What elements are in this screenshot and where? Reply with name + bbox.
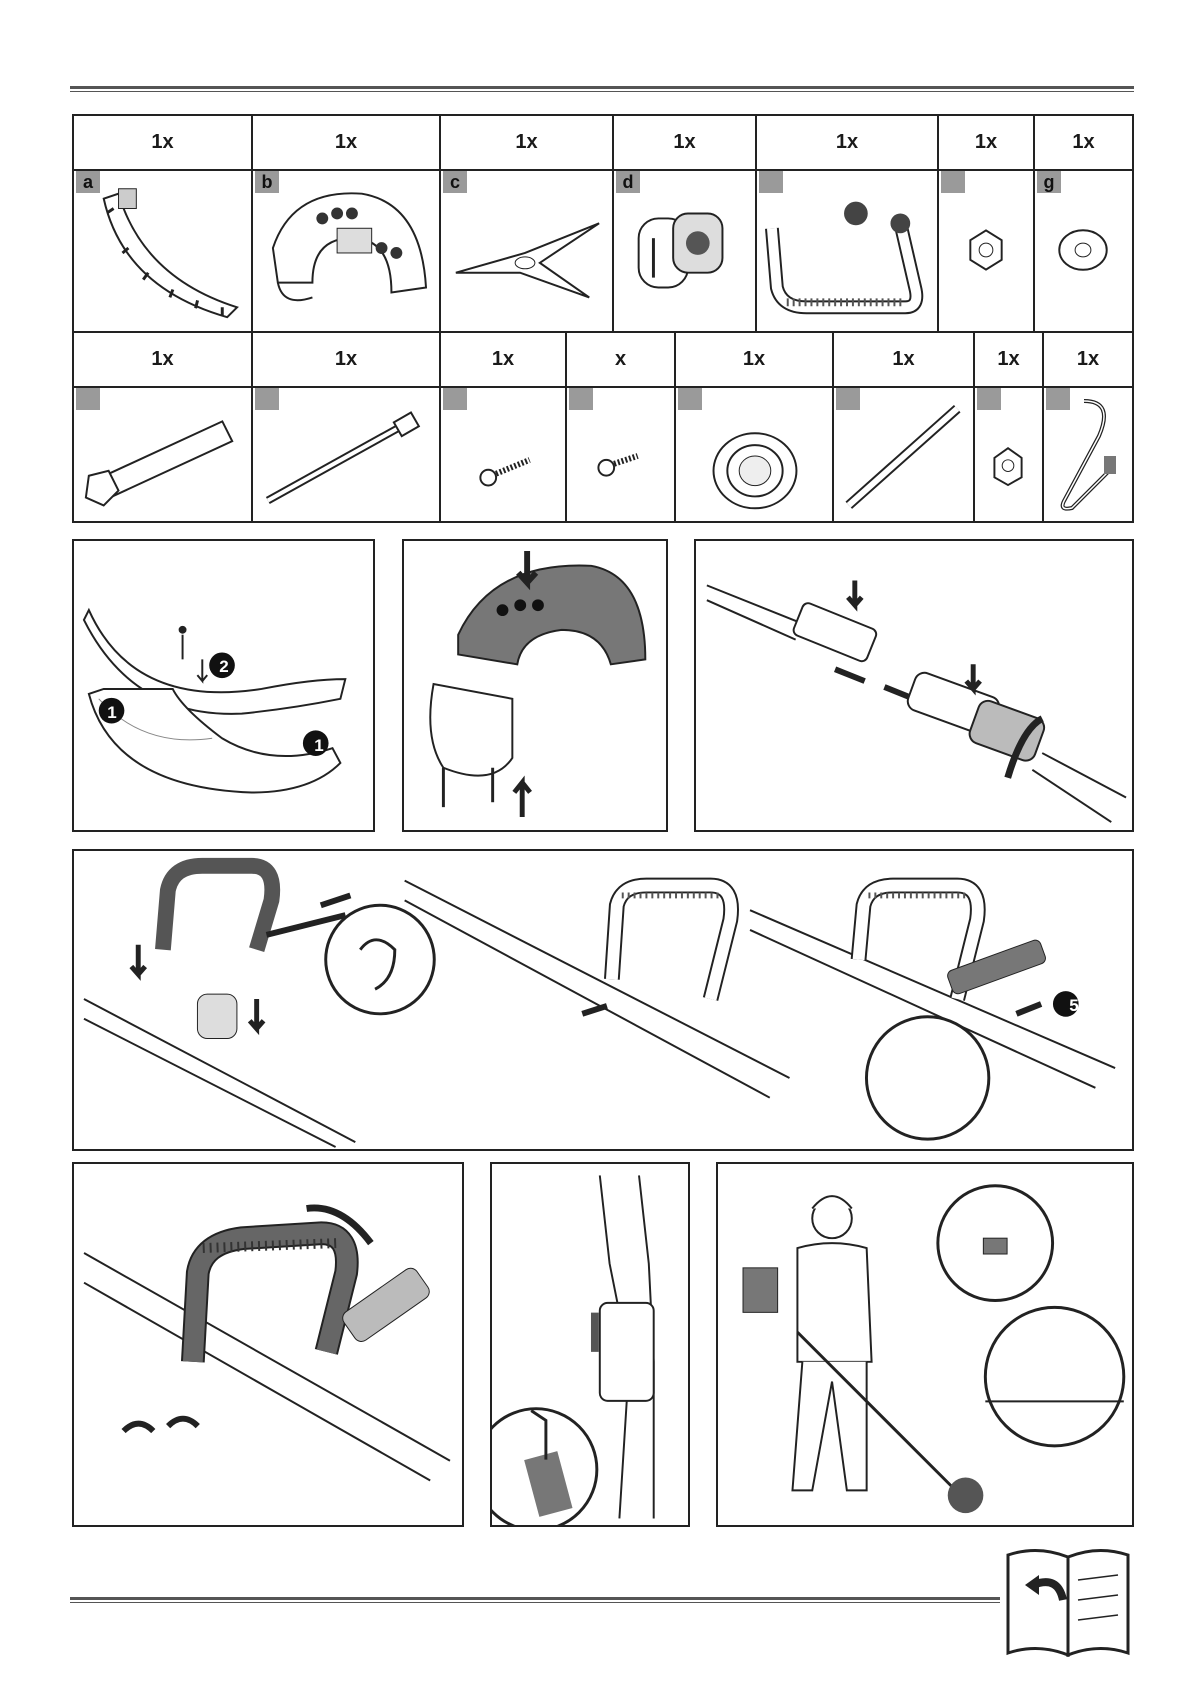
part-qty: 1x [1044,333,1132,388]
part-qty: 1x [253,116,439,171]
part-cell-n: 1x [975,333,1044,521]
part-qty: 1x [614,116,755,171]
part-qty: 1x [676,333,832,388]
step-guard-mount-panel [402,539,668,832]
part-cell-i: 1x [253,333,441,521]
flange-cup-icon [676,386,832,521]
part-cell-m: 1x [834,333,975,521]
handle-bolt-icon [253,386,439,521]
part-cell-a: 1x a [74,116,253,331]
footer-rule [70,1597,1000,1600]
callout-1-right: 1 [311,736,327,756]
part-qty: 1x [834,333,973,388]
hex-key-rod-icon [834,386,973,521]
open-manual-icon [1003,1545,1133,1657]
step-handle-adjust-panel [72,1162,464,1527]
box-spanner-icon [74,386,251,521]
step-shaft-coupling-panel [694,539,1134,832]
part-cell-l: 1x [676,333,834,521]
step-handle-assembly-panel: 5 [72,849,1134,1151]
handle-exploded-view [84,866,434,1147]
step-guard-extension-panel: 1 2 1 [72,539,375,832]
lock-nut-icon [975,386,1042,521]
parts-table-row-2: 1x 1x 1x x 1x 1x [72,333,1134,523]
step-strap-hook-panel [490,1162,690,1527]
part-cell-e: 1x [757,116,939,331]
handle-clamp-icon [614,169,755,331]
part-qty: 1x [757,116,937,171]
part-qty: 1x [74,116,251,171]
part-qty: 1x [975,333,1042,388]
part-qty: 1x [74,333,251,388]
part-cell-b: 1x b [253,116,441,331]
long-screw-icon [441,386,565,521]
callout-2: 2 [216,657,232,677]
part-qty: 1x [441,116,612,171]
parts-table-row-1: 1x a 1x b 1x c 1x d 1x 1x [72,114,1134,333]
part-qty: 1x [253,333,439,388]
part-qty: 1x [939,116,1033,171]
part-qty: 1x [1035,116,1132,171]
washer-icon [1035,169,1132,331]
part-cell-j: 1x [441,333,567,521]
header-rule [70,86,1134,89]
step-operator-stance-panel [716,1162,1134,1527]
part-cell-o: 1x [1044,333,1132,521]
part-cell-k: x [567,333,676,521]
part-cell-g: 1x g [1035,116,1132,331]
part-cell-f: 1x [939,116,1035,331]
shoulder-strap-icon [1044,386,1132,521]
guard-cover-icon [253,169,439,331]
header-rule-thin [70,91,1134,92]
part-cell-d: 1x d [614,116,757,331]
short-screw-icon [567,386,674,521]
three-tooth-blade-icon [441,169,612,331]
nut-icon [939,169,1033,331]
part-cell-h: 1x [74,333,253,521]
part-cell-c: 1x c [441,116,614,331]
footer-rule-thin [70,1602,1000,1603]
part-qty: 1x [441,333,565,388]
spanner-tighten-view [750,886,1115,1140]
callout-1-left: 1 [104,703,120,723]
d-handle-icon [757,169,937,331]
grass-guard-extension-icon [74,169,251,331]
handle-on-shaft-view [405,881,790,1098]
part-qty: x [567,333,674,388]
callout-5: 5 [1066,996,1082,1016]
